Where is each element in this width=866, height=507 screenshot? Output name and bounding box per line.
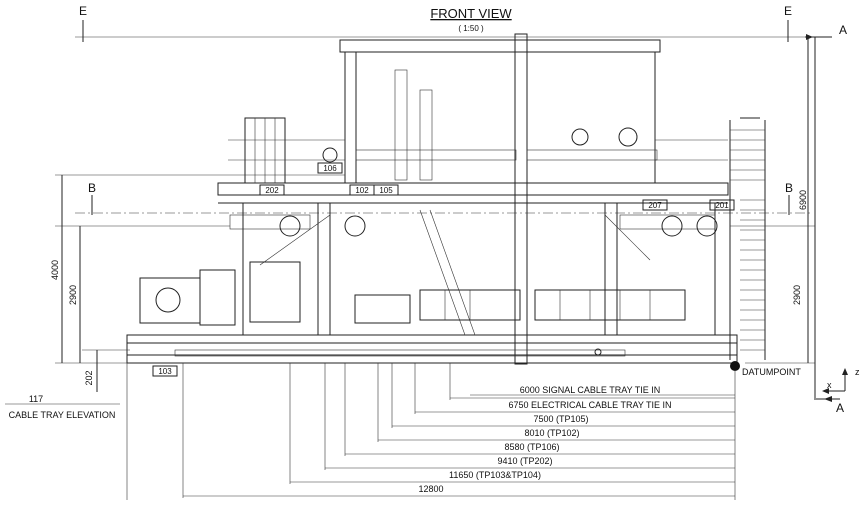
cable-tray-elevation-value: 117 [29,394,43,404]
dim-6900: 6900 [798,190,808,210]
section-line-b: B B [75,181,810,215]
skid-structure [126,33,766,365]
tag-201: 201 [715,201,729,210]
section-marker-b-left: B [88,181,96,195]
section-marker-e-left: E [79,4,87,18]
vertical-dimensions-left: 4000 2900 202 [50,174,345,392]
tag-207: 207 [648,201,662,210]
dim-tp102: 8010 (TP102) [524,428,579,438]
horizontal-dimensions: 6000 SIGNAL CABLE TRAY TIE IN 6750 ELECT… [126,363,736,500]
dim-tp106: 8580 (TP106) [504,442,559,452]
tag-105: 105 [379,186,393,195]
section-line-e: E E [75,4,830,42]
dim-tp202: 9410 (TP202) [497,456,552,466]
dim-2900-left: 2900 [68,285,78,305]
ladder-rungs [730,129,765,351]
dim-electrical-cable-tray: 6750 ELECTRICAL CABLE TRAY TIE IN [508,400,671,410]
axis-indicator: z x [822,367,860,394]
tag-202: 202 [265,186,279,195]
section-marker-a: A A [805,23,847,415]
section-marker-b-right: B [785,181,793,195]
axis-x-label: x [827,380,832,390]
dim-2900-right: 2900 [792,285,802,305]
dim-tp103-tp104: 11650 (TP103&TP104) [449,470,541,480]
datum-point: DATUMPOINT [730,361,801,377]
drawing-scale: ( 1:50 ) [458,24,484,33]
axis-z-label: z [855,367,860,377]
dim-202: 202 [84,370,94,385]
cable-tray-elevation: 117 CABLE TRAY ELEVATION [5,394,120,420]
tag-102: 102 [355,186,369,195]
dim-signal-cable-tray: 6000 SIGNAL CABLE TRAY TIE IN [520,385,661,395]
equipment-tags: 202 102 105 106 207 201 103 [152,162,735,377]
section-marker-e-right: E [784,4,792,18]
tag-106: 106 [323,164,337,173]
datum-label: DATUMPOINT [742,367,801,377]
tag-103: 103 [158,367,172,376]
dim-tp105: 7500 (TP105) [533,414,588,424]
vertical-dimensions-right: 6900 2900 [730,37,816,400]
dim-4000: 4000 [50,260,60,280]
section-marker-a-bottom: A [836,401,844,415]
section-marker-a-top: A [839,23,847,37]
drawing-title: FRONT VIEW [430,6,512,21]
dim-total-length: 12800 [418,484,443,494]
cable-tray-elevation-label: CABLE TRAY ELEVATION [9,410,116,420]
